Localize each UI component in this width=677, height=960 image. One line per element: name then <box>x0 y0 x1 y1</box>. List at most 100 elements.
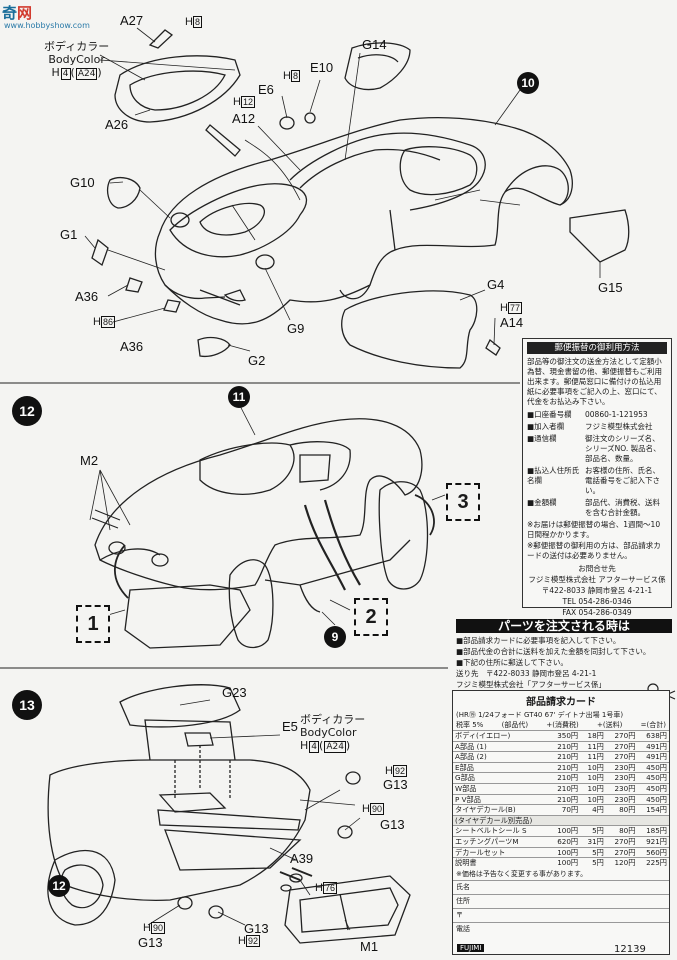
card-item-price: 31円 <box>580 835 606 848</box>
card-item-price: 270円 <box>605 751 638 763</box>
paint-code-value: 86 <box>100 316 115 328</box>
card-field-phone: 電話 <box>453 921 669 936</box>
order-send-to: 送り先 〒422-8033 静岡市登呂 4-21-1 <box>456 669 597 678</box>
card-item-name: A部品 (1) <box>453 740 549 752</box>
body-color-code-1: 4 <box>309 741 320 753</box>
panel-row-key: ■通信欄 <box>527 434 557 443</box>
part-label-G9: G9 <box>287 321 305 336</box>
part-label-G1: G1 <box>60 227 78 242</box>
card-item-price: 921円 <box>637 835 669 848</box>
card-item-price: 450円 <box>637 793 669 805</box>
part-label-A12: A12 <box>232 111 256 126</box>
panel-row-value: フジミ模型株式会社 <box>585 422 653 431</box>
card-footnote: ※価格は予告なく変更する事があります。 <box>456 869 588 878</box>
card-item-price: 10円 <box>580 782 606 795</box>
body-color-jp: ボディカラー <box>44 40 110 53</box>
contact-fax: FAX 054-286-0349 <box>562 608 632 617</box>
card-item-price: 450円 <box>637 782 669 795</box>
card-col-header: (部品代) <box>501 721 529 729</box>
card-item-name: G部品 <box>453 772 549 784</box>
card-item-price: 80円 <box>605 825 638 837</box>
contact-company: フジミ模型株式会社 アフターサービス係 <box>528 575 666 584</box>
body-color-code-2: A24 <box>75 68 98 80</box>
paint-code-value: 77 <box>507 302 522 314</box>
part-label-G4: G4 <box>487 277 505 292</box>
part-label-G2: G2 <box>248 353 266 368</box>
step-12-marker: 12 <box>12 396 42 426</box>
callout-9: 9 <box>324 626 346 648</box>
panel-intro: 部品等の御注文の送金方法として定額小為替、現金書留の他、郵便振替もご利用出来ます… <box>527 357 662 406</box>
body-color-code-2: A24 <box>324 741 346 753</box>
paint-code-value: 92 <box>245 935 260 947</box>
panel-row-key: ■払込人住所氏名欄 <box>527 466 580 485</box>
watermark-url: www.hobbyshow.com <box>4 21 90 30</box>
card-col-header: =(合計) <box>640 721 666 729</box>
panel-row: ■金額欄部品代、消費税、送料を含む合計金額。 <box>527 498 667 518</box>
parts-request-card: 部品請求カード (HR⑲ 1/24フォード GT40 67' デイトナ出場 1号… <box>452 690 670 955</box>
view-3-marker: 3 <box>446 483 480 521</box>
card-item-price: 270円 <box>605 846 638 858</box>
part-label-A14: A14 <box>500 315 524 330</box>
card-model: (HR⑲ 1/24フォード GT40 67' デイトナ出場 1号車) <box>453 710 669 720</box>
card-columns: 税率 5% (部品代) +(消費税) +(送料) =(合計) <box>453 720 669 730</box>
step-13-marker: 13 <box>12 690 42 720</box>
card-item-price: 18円 <box>580 730 606 742</box>
card-item-price: 210円 <box>548 782 581 795</box>
contact-address: 〒422-8033 静岡市登呂 4-21-1 <box>541 586 653 595</box>
panel-row-value: お客様の住所、氏名、電話番号をご記入下さい。 <box>585 466 660 495</box>
order-line: ■部品請求カードに必要事項を記入して下さい。 <box>456 636 621 645</box>
watermark-char-1: 奇 <box>2 4 18 22</box>
part-label-G10: G10 <box>70 175 95 190</box>
card-item-price: 450円 <box>637 772 669 784</box>
card-item-price: 210円 <box>548 751 581 763</box>
paint-code-value: 90 <box>369 803 384 815</box>
card-section-label: (タイヤデカール別売品) <box>453 814 669 826</box>
card-item-price: 210円 <box>548 793 581 805</box>
card-item-price: 5円 <box>580 857 606 868</box>
paint-code-value: 8 <box>192 16 202 28</box>
card-item-price: 100円 <box>548 857 581 868</box>
part-label-A36a: A36 <box>75 289 99 304</box>
card-item-price: 270円 <box>605 740 638 752</box>
card-field-address: 住所 <box>453 893 669 908</box>
panel-note-2: ※郵便振替の御利用の方は、部品請求カードの送付は必要ありません。 <box>527 541 661 560</box>
paint-code-value: 12 <box>240 96 255 108</box>
card-item-price: 230円 <box>605 761 638 773</box>
paint-code-value: 92 <box>392 765 407 777</box>
card-item-price: 11円 <box>580 751 606 763</box>
part-label-A26: A26 <box>105 117 129 132</box>
card-section-row: (タイヤデカール別売品) <box>453 814 669 826</box>
card-item-name: E部品 <box>453 761 549 773</box>
card-item-name: タイヤデカール(B) <box>453 804 549 816</box>
panel-note-1: ※お届けは郵便振替の場合、1週間～10日間程かかります。 <box>527 520 661 539</box>
paint-code-value: 8 <box>290 70 300 82</box>
card-item-price: 270円 <box>605 730 638 742</box>
card-item-price: 70円 <box>548 804 581 816</box>
part-label-G13d: G13 <box>244 921 269 936</box>
card-item-price: 185円 <box>637 825 669 837</box>
card-col-header: +(消費税) <box>546 721 579 729</box>
card-item-price: 100円 <box>548 825 581 837</box>
paint-code-value: 76 <box>322 882 337 894</box>
callout-10: 10 <box>517 72 539 94</box>
part-label-A27: A27 <box>120 13 144 28</box>
card-item-name: デカールセット <box>453 846 549 858</box>
part-label-E6: E6 <box>258 82 274 97</box>
card-item-name: ボディ(イエロー) <box>453 730 549 742</box>
card-item-price: 560円 <box>637 846 669 858</box>
part-label-M1: M1 <box>360 939 379 954</box>
card-item-price: 10円 <box>580 761 606 773</box>
body-color-h: H <box>300 739 309 752</box>
